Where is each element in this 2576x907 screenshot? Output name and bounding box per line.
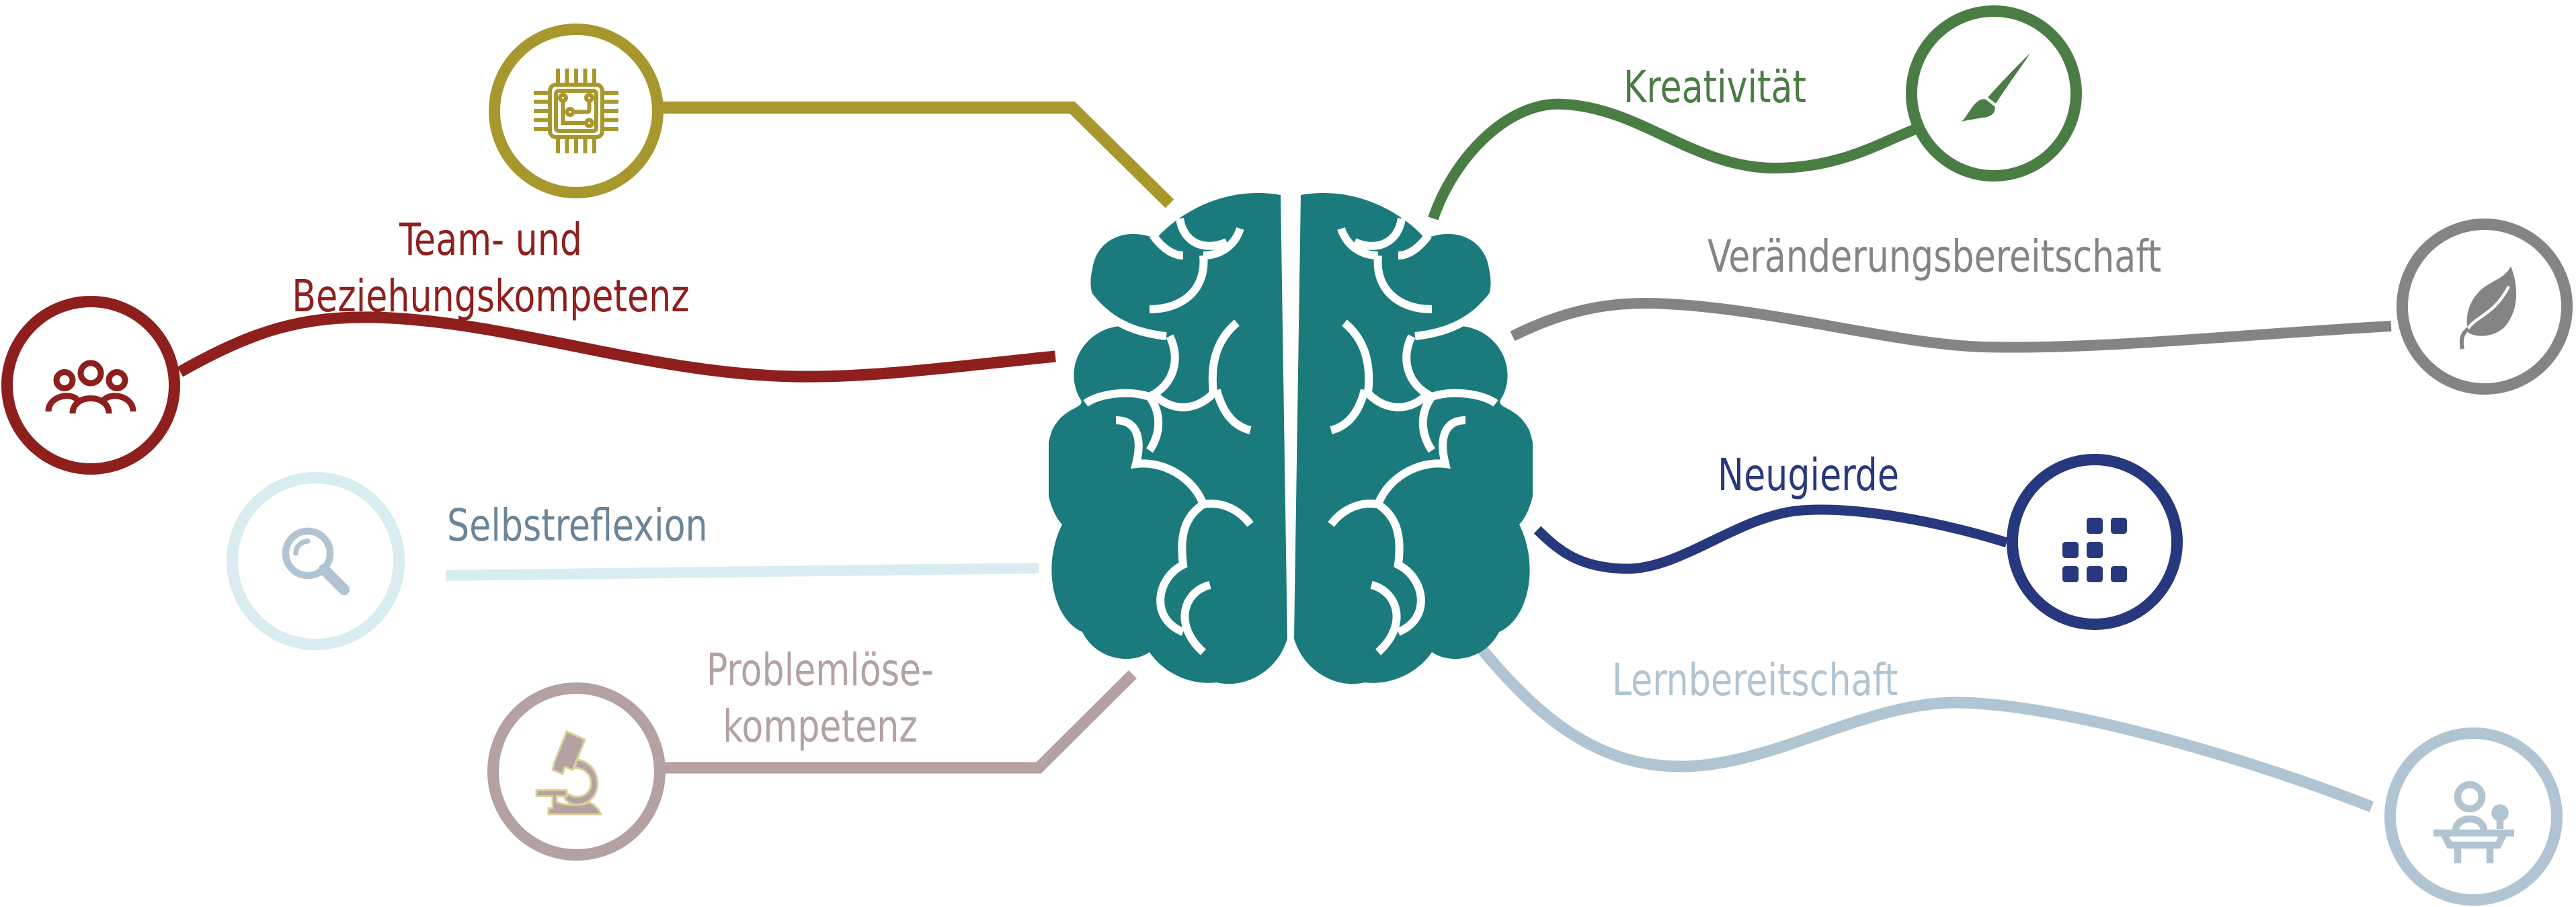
label-problem-line1: Problemlöse- bbox=[706, 644, 934, 696]
connector-team bbox=[177, 311, 1056, 383]
microscope-icon bbox=[535, 729, 602, 815]
teacher-desk-icon bbox=[2433, 781, 2514, 863]
label-learn: Lernbereitschaft bbox=[1612, 654, 1898, 706]
label-problem: Problemlöse- kompetenz bbox=[666, 642, 974, 755]
label-team-line1: Team- und bbox=[399, 214, 583, 266]
label-team: Team- und Beziehungskompetenz bbox=[254, 212, 727, 325]
curious-icon-circle bbox=[2007, 454, 2183, 630]
leaf-icon bbox=[2459, 266, 2517, 350]
label-creative: Kreativität bbox=[1623, 61, 1807, 113]
connector-change bbox=[1510, 297, 2392, 353]
connector-creative bbox=[1428, 98, 1921, 221]
connector-self bbox=[445, 563, 1039, 581]
tech-icon-circle bbox=[489, 24, 663, 198]
grid-dots-icon bbox=[2062, 518, 2127, 582]
brain-icon bbox=[1049, 193, 1533, 684]
connector-learn bbox=[1467, 633, 2374, 812]
self-icon-circle bbox=[227, 472, 405, 650]
paintbrush-icon bbox=[1962, 53, 2030, 122]
label-self: Selbstreflexion bbox=[447, 500, 708, 551]
label-team-line2: Beziehungskompetenz bbox=[292, 270, 690, 322]
connector-curious bbox=[1533, 504, 2009, 574]
connector-tech bbox=[662, 102, 1174, 208]
creative-icon-circle bbox=[1906, 5, 2082, 182]
connector-problem bbox=[662, 670, 1137, 774]
microchip-icon bbox=[534, 69, 618, 153]
problem-icon-circle bbox=[487, 682, 666, 861]
magnifier-icon bbox=[282, 527, 350, 595]
label-change: Veränderungsbereitschaft bbox=[1707, 231, 2162, 282]
team-icon-circle bbox=[1, 296, 180, 475]
people-group-icon bbox=[45, 360, 136, 414]
learn-icon-circle bbox=[2384, 727, 2563, 906]
label-curious: Neugierde bbox=[1718, 449, 1900, 501]
change-icon-circle bbox=[2397, 219, 2573, 395]
label-problem-line2: kompetenz bbox=[723, 701, 918, 752]
